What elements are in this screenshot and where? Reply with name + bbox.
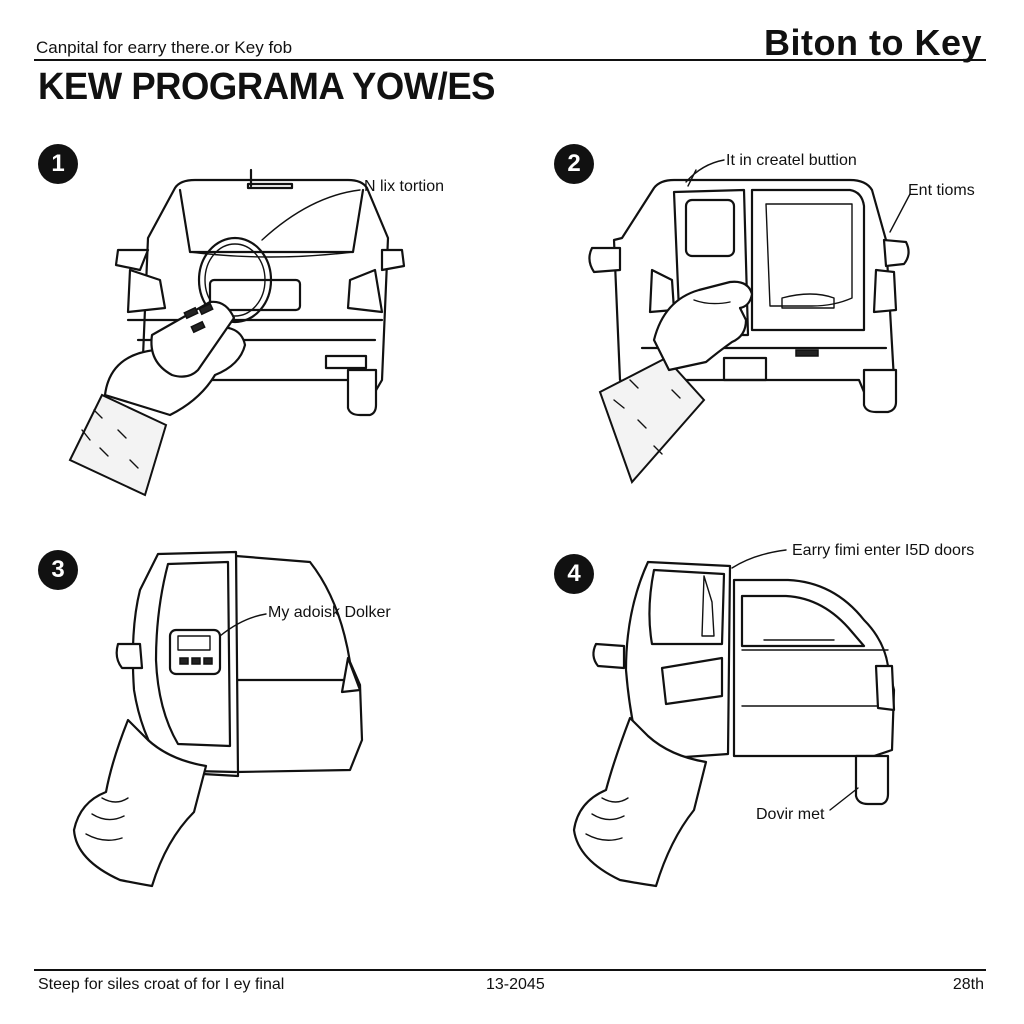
step-1-badge: 1 (38, 144, 78, 184)
step-1-callout-leader (261, 189, 361, 241)
header-rule (34, 59, 986, 61)
step-3-callout-leader (219, 613, 267, 637)
step-3-callout: My adoisk Dolker (268, 604, 391, 621)
step-4-panel: 4 Earry fimi enter I5D doors Dovir met (534, 540, 994, 940)
step-2-callout2-leader (889, 193, 911, 233)
step-4-callout: Earry fimi enter I5D doors (792, 542, 975, 559)
step-4-illustration (572, 549, 896, 888)
car-side-open-doors-illustration (592, 560, 896, 806)
step-2-callout: It in createl buttion (726, 152, 857, 169)
header-subtitle: Canpital for earry there.or Key fob (36, 38, 293, 57)
step-1-panel: 1 N lix tortion (30, 130, 490, 530)
footer-right: 28th (952, 976, 984, 993)
step-2-callout-leader (685, 159, 725, 183)
car-side-open-door-illustration (115, 550, 364, 778)
hand-holding-door (72, 718, 208, 888)
step-3-panel: 3 My adoisk Dolker (30, 540, 490, 940)
hand-pressing-button (598, 280, 754, 484)
hand-with-key-fob (68, 300, 247, 497)
footer-rule (34, 969, 986, 971)
step-3-illustration (72, 550, 364, 888)
step-4-callout-2: Dovir met (756, 806, 825, 823)
step-3-badge: 3 (38, 550, 78, 590)
step-4-callout2-leader (829, 787, 859, 811)
step-4-badge: 4 (554, 554, 594, 594)
page-title: KEW PROGRAMA YOW/ES (38, 66, 496, 108)
step-1-callout: N lix tortion (364, 178, 445, 195)
hand-holding-door (572, 716, 708, 888)
step-4-callout-leader (731, 549, 787, 569)
step-2-badge: 2 (554, 144, 594, 184)
header-brand: Biton to Key (764, 22, 982, 63)
step-2-callout-2: Ent tioms (908, 182, 975, 199)
step-1-illustration (68, 168, 406, 497)
step-2-panel: 2 It in createl buttion Ent tioms (534, 130, 994, 530)
footer-left: Steep for siles croat of for I ey final (38, 976, 285, 993)
footer-center: 13-2045 (486, 976, 545, 993)
step-2-illustration (588, 159, 911, 484)
